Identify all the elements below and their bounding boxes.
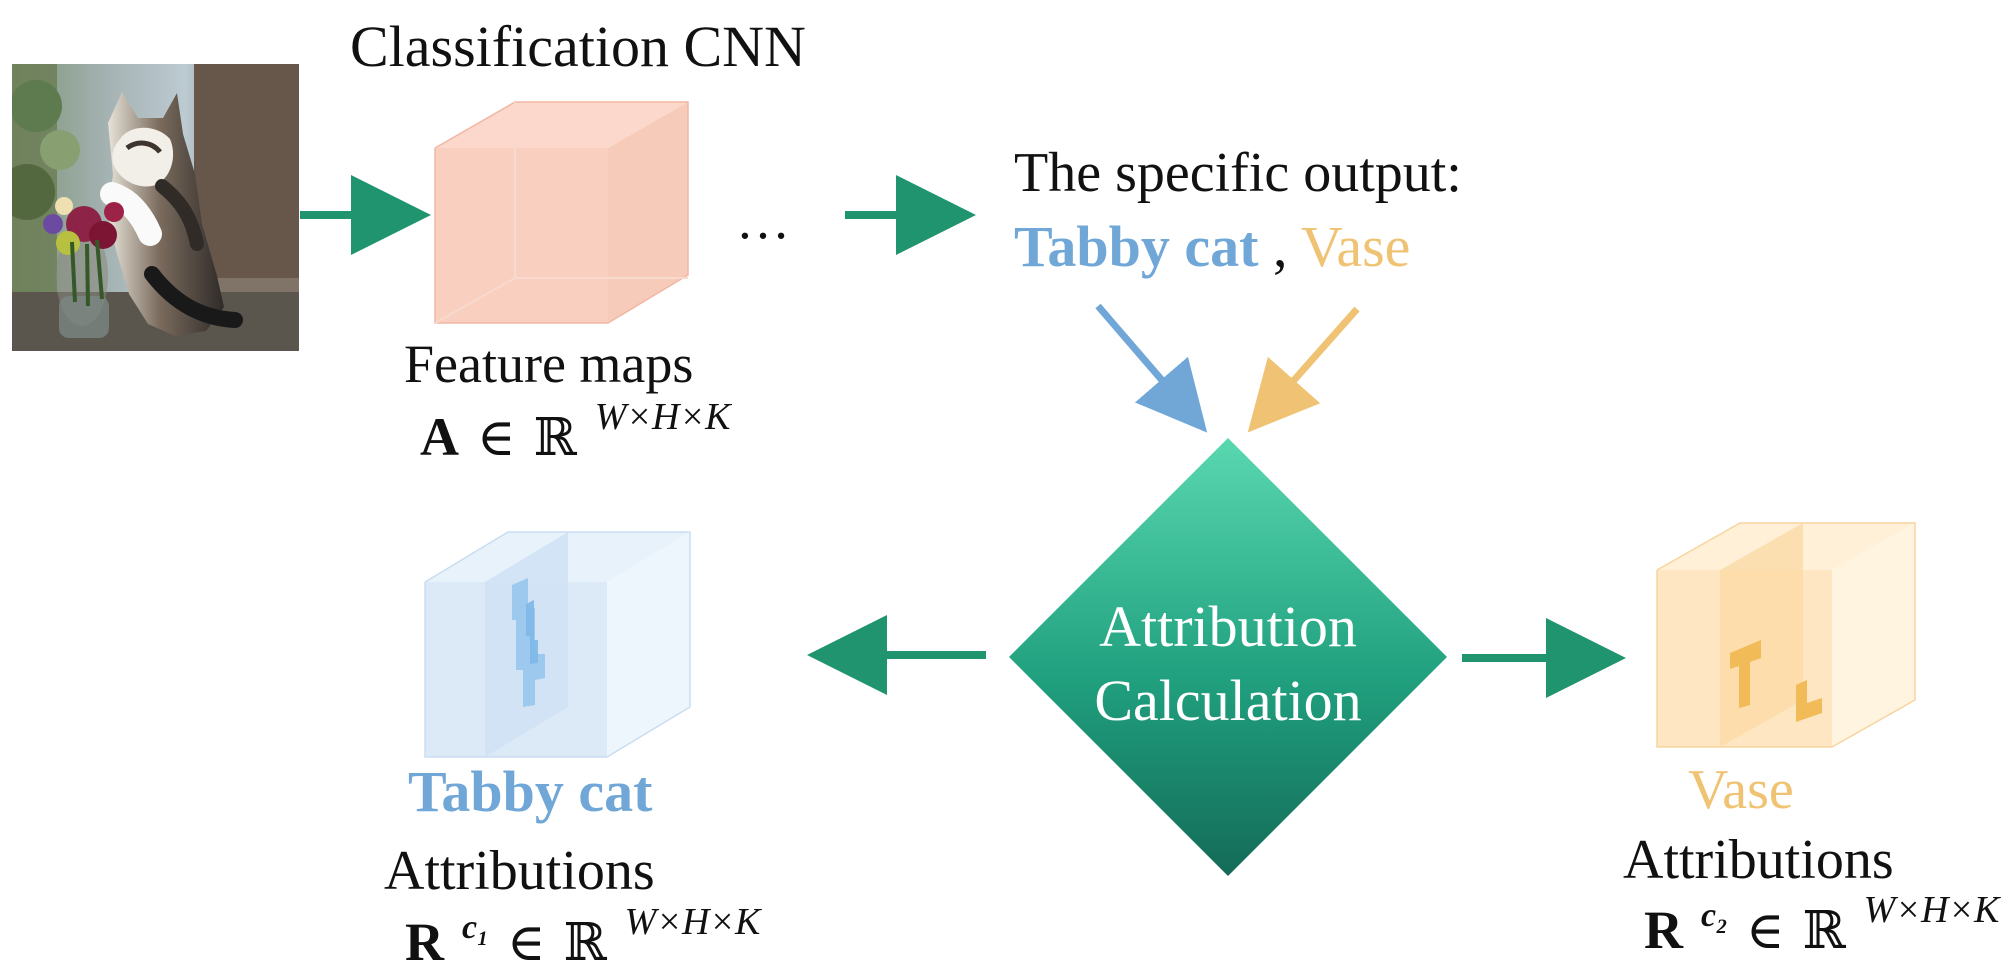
feature-maps-membership: ∈ — [477, 410, 516, 467]
vase-attribution-dimensions: W×H×K — [1863, 889, 2000, 931]
attribution-calculation-label: Attribution Calculation — [1048, 590, 1408, 738]
specific-output-values: Tabby cat , Vase — [1014, 218, 1410, 276]
feature-maps-symbol: A — [420, 407, 459, 467]
vase-attributions-label: Attributions — [1623, 829, 1894, 891]
feature-map-cube — [434, 101, 689, 324]
vase-result-label: Vase — [1688, 759, 1794, 821]
specific-output-label: The specific output: — [1014, 142, 1462, 204]
vase-attribution-space: ℝ — [1802, 903, 1846, 960]
vase-attribution-superscript: c₂ — [1701, 897, 1728, 934]
feature-maps-space: ℝ — [533, 410, 577, 467]
diagram-title: Classification CNN — [350, 14, 806, 79]
feature-maps-label: Feature maps — [404, 334, 694, 394]
tabby-attribution-superscript: c₁ — [462, 909, 489, 946]
cat-photo-icon — [12, 64, 299, 351]
tabby-attribution-space: ℝ — [563, 915, 607, 972]
tabby-attribution-formula: R c₁ ∈ ℝ W×H×K — [405, 903, 760, 972]
feature-maps-formula: A ∈ ℝ W×H×K — [420, 398, 730, 467]
vase-attribution-cube — [1656, 522, 1916, 748]
tabby-cat-result-label: Tabby cat — [408, 759, 653, 824]
attribution-diamond — [1009, 438, 1447, 876]
vase-to-attribution-arrow — [1247, 306, 1360, 433]
output-separator: , — [1272, 214, 1288, 279]
vase-attribution-formula: R c₂ ∈ ℝ W×H×K — [1644, 891, 1999, 960]
vase-output: Vase — [1300, 214, 1411, 279]
tabby-attribution-symbol: R — [405, 912, 444, 972]
attribution-line-1: Attribution — [1099, 594, 1357, 659]
vase-attribution-symbol: R — [1644, 900, 1683, 960]
tabby-attributions-label: Attributions — [384, 840, 655, 902]
feature-maps-dimensions: W×H×K — [594, 396, 731, 438]
tabby-cat-output: Tabby cat — [1014, 214, 1259, 279]
ellipsis: … — [736, 190, 798, 250]
vase-attribution-membership: ∈ — [1745, 903, 1785, 960]
tabby-attribution-dimensions: W×H×K — [624, 901, 761, 943]
tabby-attribution-cube — [424, 531, 691, 758]
cat-photo-graphic — [12, 64, 299, 351]
tabby-to-attribution-arrow — [1095, 303, 1208, 433]
tabby-attribution-membership: ∈ — [506, 915, 546, 972]
attribution-line-2: Calculation — [1094, 668, 1362, 734]
